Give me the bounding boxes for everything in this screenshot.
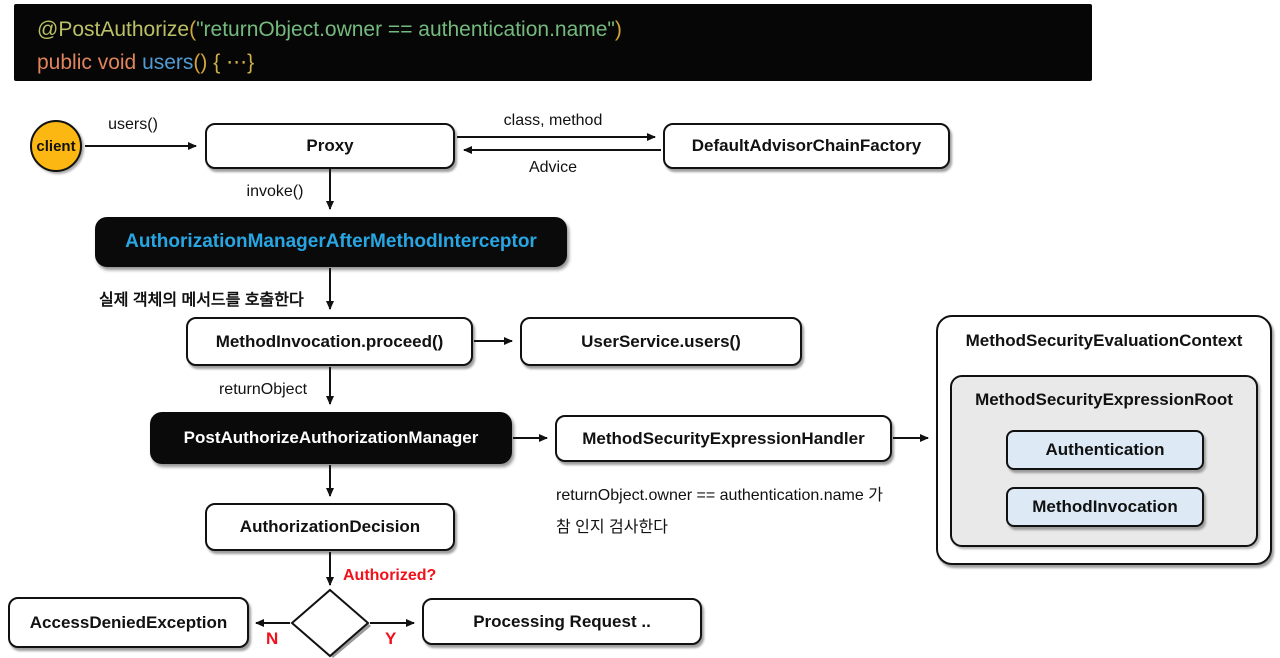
code-brace-body: { ⋯} — [207, 51, 255, 74]
korean-invoke-note: 실제 객체의 메서드를 호출한다 — [99, 292, 304, 309]
interceptor-node: AuthorizationManagerAfterMethodIntercept… — [95, 217, 567, 267]
user-service-node: UserService.users() — [520, 317, 802, 366]
authorization-decision-label: AuthorizationDecision — [239, 517, 421, 536]
code-keywords: public void — [37, 51, 143, 74]
advice-label: Advice — [528, 159, 578, 176]
authentication-node: Authentication — [1006, 430, 1204, 470]
client-label: client — [36, 137, 76, 155]
processing-request-node: Processing Request .. — [422, 598, 702, 645]
post-authorize-manager-label: PostAuthorizeAuthorizationManager — [183, 428, 479, 447]
access-denied-node: AccessDeniedException — [8, 597, 249, 648]
code-open-paren: ( — [189, 18, 197, 41]
user-service-label: UserService.users() — [581, 331, 741, 351]
korean-check-line1: returnObject.owner == authentication.nam… — [556, 487, 883, 504]
authorization-decision-node: AuthorizationDecision — [205, 503, 455, 551]
method-invocation-proceed-label: MethodInvocation.proceed() — [215, 331, 444, 351]
proxy-node: Proxy — [205, 123, 455, 169]
code-method-name: users — [142, 51, 194, 74]
processing-request-label: Processing Request .. — [473, 611, 651, 631]
advisor-chain-factory-node: DefaultAdvisorChainFactory — [663, 123, 950, 169]
evaluation-context-label: MethodSecurityEvaluationContext — [965, 331, 1243, 350]
method-invocation-node: MethodInvocation — [1006, 487, 1204, 527]
expression-handler-node: MethodSecurityExpressionHandler — [555, 415, 892, 462]
code-line-2: public void users() { ⋯} — [37, 46, 1092, 79]
post-authorize-manager-node: PostAuthorizeAuthorizationManager — [150, 412, 512, 464]
expression-root-node: MethodSecurityExpressionRoot Authenticat… — [950, 375, 1258, 547]
korean-check-line2: 참 인지 검사한다 — [556, 519, 668, 536]
advisor-chain-factory-label: DefaultAdvisorChainFactory — [691, 136, 922, 155]
access-denied-label: AccessDeniedException — [29, 612, 228, 632]
authorized-question-label: Authorized? — [343, 567, 437, 584]
code-line-1: @PostAuthorize("returnObject.owner == au… — [37, 13, 1092, 46]
evaluation-context-node: MethodSecurityEvaluationContext MethodSe… — [936, 315, 1272, 565]
code-string-arg: "returnObject.owner == authentication.na… — [196, 18, 615, 41]
expression-handler-label: MethodSecurityExpressionHandler — [582, 428, 865, 448]
authentication-label: Authentication — [1045, 440, 1165, 459]
proxy-label: Proxy — [306, 136, 354, 155]
users-call-label: users() — [108, 116, 158, 133]
code-method-parens: () — [193, 51, 208, 74]
expression-root-label: MethodSecurityExpressionRoot — [975, 390, 1233, 409]
code-close-paren: ) — [614, 18, 622, 41]
yes-label: Y — [385, 629, 397, 648]
method-invocation-proceed-node: MethodInvocation.proceed() — [186, 317, 473, 366]
method-invocation-label: MethodInvocation — [1032, 497, 1178, 516]
code-snippet-block: @PostAuthorize("returnObject.owner == au… — [14, 4, 1092, 81]
return-object-label: returnObject — [218, 381, 308, 398]
no-label: N — [266, 629, 279, 648]
client-node: client — [30, 120, 82, 172]
interceptor-label: AuthorizationManagerAfterMethodIntercept… — [125, 231, 537, 252]
invoke-label: invoke() — [246, 183, 304, 200]
code-annotation: @PostAuthorize — [37, 18, 190, 41]
class-method-label: class, method — [503, 112, 603, 129]
decision-diamond — [290, 588, 370, 658]
